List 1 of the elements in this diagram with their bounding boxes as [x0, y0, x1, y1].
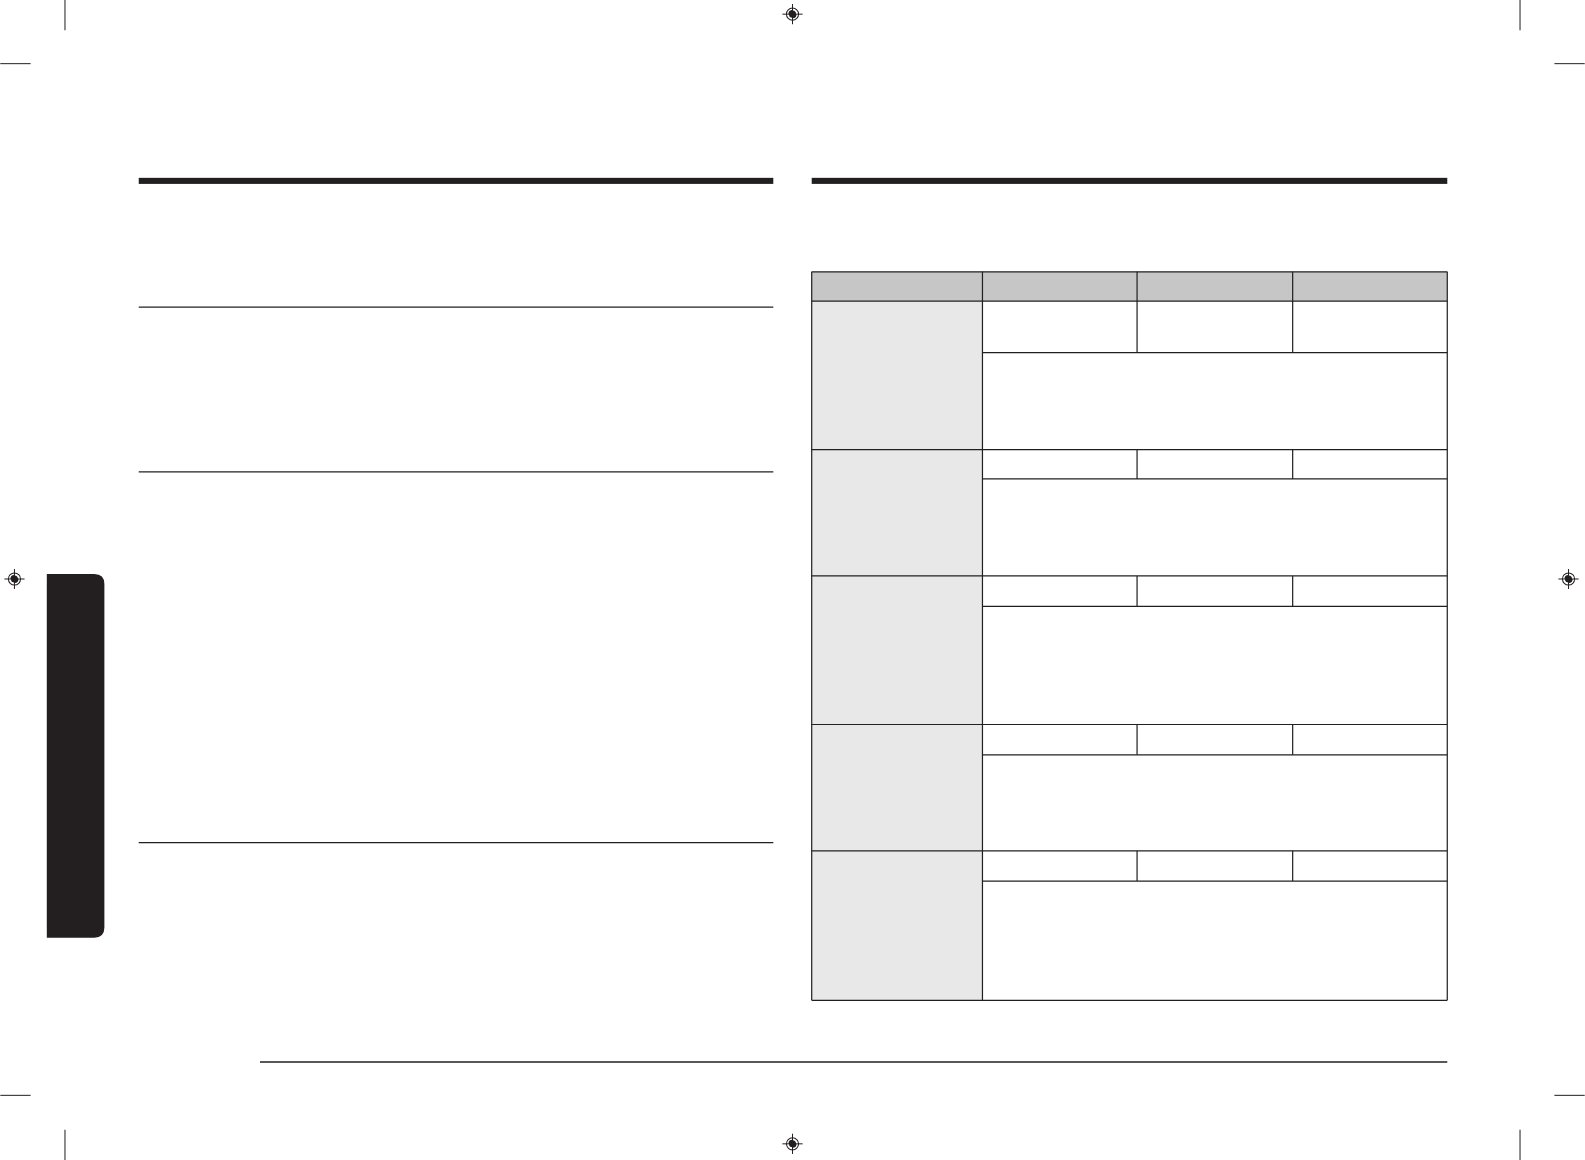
section-tab [46, 573, 105, 938]
